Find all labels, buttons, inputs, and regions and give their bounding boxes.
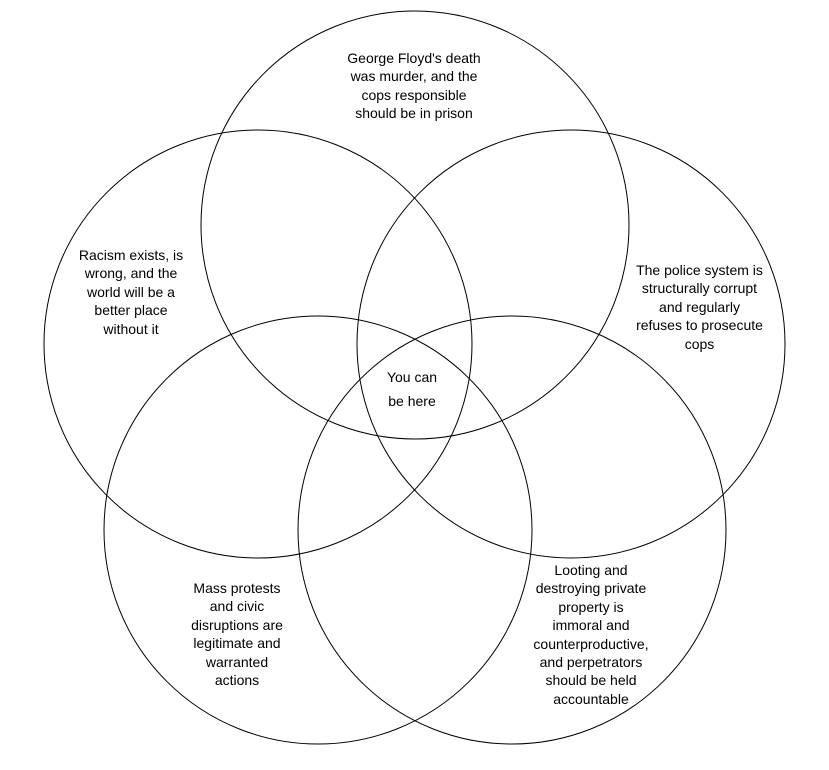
label-bottom-right-circle: Looting and destroying private property … [533,562,649,707]
circle-bottom-left [103,315,533,745]
circle-left [43,129,473,559]
circle-top [200,10,630,440]
label-center: You can be here [386,369,438,409]
label-bottom-left-circle: Mass protests and civic disruptions are … [191,580,283,689]
label-top-circle: George Floyd's death was murder, and the… [347,50,481,122]
circle-right [356,129,786,559]
label-right-circle: The police system is structurally corrup… [636,262,763,352]
circle-bottom-right [297,315,727,745]
label-left-circle: Racism exists, is wrong, and the world w… [78,247,184,337]
